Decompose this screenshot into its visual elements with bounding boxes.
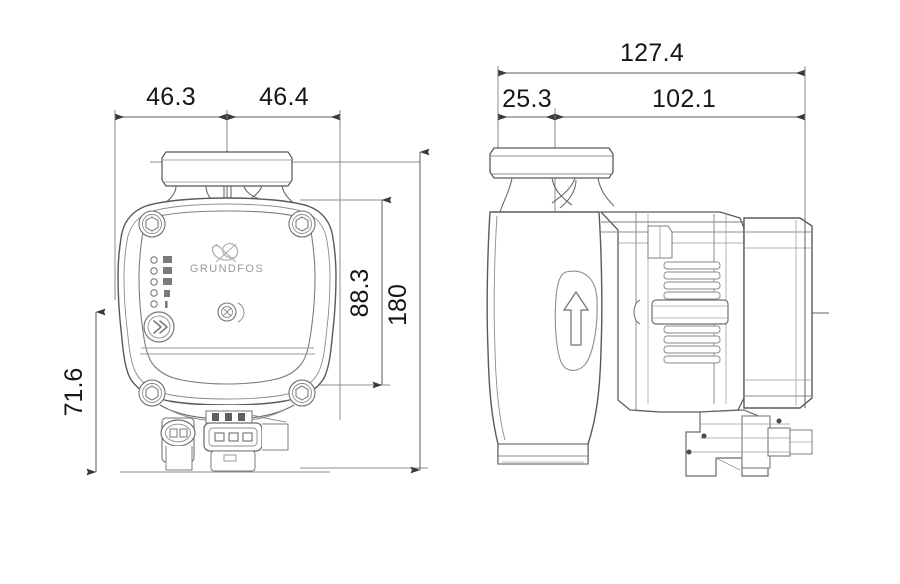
connector-bracket-right [251,414,289,451]
dim-127-4: 127.4 [620,39,684,67]
connector-2pin [160,417,196,471]
brand-wordmark: GRUNDFOS [190,263,264,275]
front-centre-hub [217,302,245,323]
front-top-cap [161,151,293,187]
led-indicator-column [150,256,172,308]
control-button[interactable] [143,311,175,343]
dim-102-1: 102.1 [652,85,716,113]
dim-46-4: 46.4 [259,83,309,111]
front-view: GRUNDFOS [60,83,430,476]
dim-88-3: 88.3 [346,269,374,318]
side-neck [499,177,615,213]
side-lower-port-assembly [685,409,791,477]
screw-boss-top-left [138,210,166,238]
side-volute-rear [743,217,813,409]
dim-25-3: 25.3 [502,85,552,113]
flow-direction-indicator [554,270,598,371]
rotor-shaft [651,299,729,325]
dim-71-6: 71.6 [60,368,88,417]
side-lower-bracket [789,429,813,455]
dim-46-3: 46.3 [146,83,196,111]
side-dim-lines [497,69,806,121]
front-corner-screws [138,210,316,407]
front-lid-panel [138,210,316,385]
flow-arrow-icon [562,290,590,346]
side-view: 127.4 25.3 102.1 [486,39,830,477]
side-top-cap [489,147,614,179]
screw-boss-top-right [288,210,316,238]
front-connectors [159,404,295,472]
cooling-fins [633,261,729,364]
led-bargraph-symbols [163,256,172,308]
bearing-cap [633,299,641,325]
front-seam-lines [140,347,315,355]
screw-boss-bottom-left [138,379,166,407]
screw-boss-bottom-right [288,379,316,407]
double-chevron-icon [153,320,168,334]
grundfos-logo-icon [211,242,239,263]
connector-3pin [203,410,263,472]
dim-180: 180 [384,284,412,326]
